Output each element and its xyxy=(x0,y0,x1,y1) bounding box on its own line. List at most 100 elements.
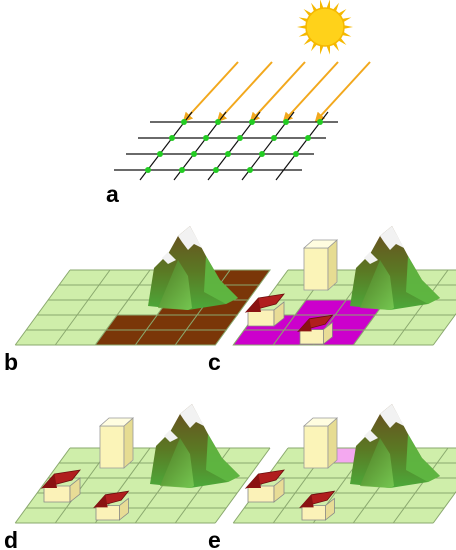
sunbeam-arrow xyxy=(282,61,339,123)
soil-cell xyxy=(94,329,148,346)
grid-node xyxy=(271,135,277,141)
ground-grid-line xyxy=(432,312,456,346)
snow-cap xyxy=(178,226,202,250)
panel-label-b: b xyxy=(4,349,18,375)
grid-node xyxy=(157,151,163,157)
grid-node xyxy=(317,119,323,125)
built-area-cell xyxy=(294,299,348,316)
house-side xyxy=(69,477,81,503)
snow-cap xyxy=(380,226,404,250)
mountain-face xyxy=(204,256,238,304)
sun-ray xyxy=(319,0,324,10)
house-wall xyxy=(43,485,71,503)
tower-building xyxy=(99,425,125,469)
grid-node xyxy=(215,119,221,125)
house-wall xyxy=(299,329,324,345)
tower-roof xyxy=(302,417,339,427)
house-wall xyxy=(247,485,275,503)
panel-d-orange-cell xyxy=(14,404,271,524)
house-roof-gable xyxy=(42,474,57,488)
house-roof-gable xyxy=(298,318,312,332)
mountain-face xyxy=(406,256,440,304)
ground-grid-line xyxy=(432,490,456,524)
house-wall xyxy=(95,505,120,521)
mountain-face xyxy=(360,260,394,310)
grid-node xyxy=(283,119,289,125)
panel-label-e: e xyxy=(208,527,221,550)
sunbeam-arrow xyxy=(216,61,273,123)
house-side xyxy=(273,301,285,327)
grid-node xyxy=(213,167,219,173)
mountain-face xyxy=(206,434,240,482)
tower-building xyxy=(303,247,329,291)
sunbeam-arrow xyxy=(249,61,306,123)
house-roof-gable xyxy=(246,474,261,488)
ground-grid-line xyxy=(392,447,449,524)
grid-node xyxy=(169,135,175,141)
snow-cap xyxy=(364,430,378,442)
snow-cap xyxy=(380,404,404,428)
sun-ray xyxy=(326,44,331,55)
panel-b-soil-area xyxy=(14,226,271,346)
tower-side xyxy=(123,417,134,469)
panel-label-a: a xyxy=(106,181,119,207)
tower-side xyxy=(327,239,338,291)
house-wall xyxy=(247,309,275,327)
grid-node xyxy=(225,151,231,157)
sun-icon xyxy=(297,0,353,55)
sun-ray xyxy=(297,25,308,29)
house-roof-gable xyxy=(94,494,108,508)
sunbeam-arrow xyxy=(314,61,371,123)
panel-label-d: d xyxy=(4,527,18,550)
house-roof-gable xyxy=(246,298,261,312)
grid-node xyxy=(237,135,243,141)
soil-cell xyxy=(174,329,228,346)
sunbeams xyxy=(182,61,371,123)
ground-grid-line xyxy=(14,269,71,346)
house-side xyxy=(273,477,285,503)
grid-node xyxy=(145,167,151,173)
grid-node xyxy=(249,119,255,125)
sun-disc xyxy=(305,7,345,47)
mountain-face xyxy=(160,438,194,488)
sun-ray xyxy=(326,0,331,10)
ground-grid-line xyxy=(392,269,449,346)
house-roof-gable xyxy=(300,494,314,508)
panel-label-c: c xyxy=(208,349,221,375)
grid-node xyxy=(181,119,187,125)
grid-node xyxy=(247,167,253,173)
grid-node xyxy=(293,151,299,157)
tower-roof xyxy=(302,239,339,249)
panel-c-built-area xyxy=(232,226,456,346)
mountain-face xyxy=(406,434,440,482)
panel-e-pink-cell xyxy=(232,404,456,524)
snow-cap xyxy=(162,252,176,264)
mountain-face xyxy=(158,260,192,310)
snow-cap xyxy=(164,430,178,442)
grid-node xyxy=(179,167,185,173)
grid-node xyxy=(203,135,209,141)
house-side xyxy=(119,497,129,521)
tower-roof xyxy=(98,417,135,427)
sun-ray xyxy=(342,25,353,29)
sun-ray xyxy=(319,44,324,55)
observation-grid xyxy=(114,111,338,181)
panel-a-solar-grid xyxy=(114,0,371,181)
mountain-face xyxy=(360,438,394,488)
ground-grid-line xyxy=(214,447,271,524)
ground-grid-line xyxy=(54,269,111,346)
grid-node xyxy=(191,151,197,157)
grid-node xyxy=(305,135,311,141)
grid-node xyxy=(259,151,265,157)
house-side xyxy=(322,321,333,345)
tower-building xyxy=(303,425,329,469)
house-side xyxy=(324,497,335,521)
ground-grid-line xyxy=(232,447,289,524)
tower-side xyxy=(327,417,338,469)
house-wall xyxy=(301,505,326,521)
snow-cap xyxy=(180,404,204,428)
snow-cap xyxy=(364,252,378,264)
sunbeam-arrow xyxy=(182,61,239,123)
ground-grid-line xyxy=(14,447,71,524)
